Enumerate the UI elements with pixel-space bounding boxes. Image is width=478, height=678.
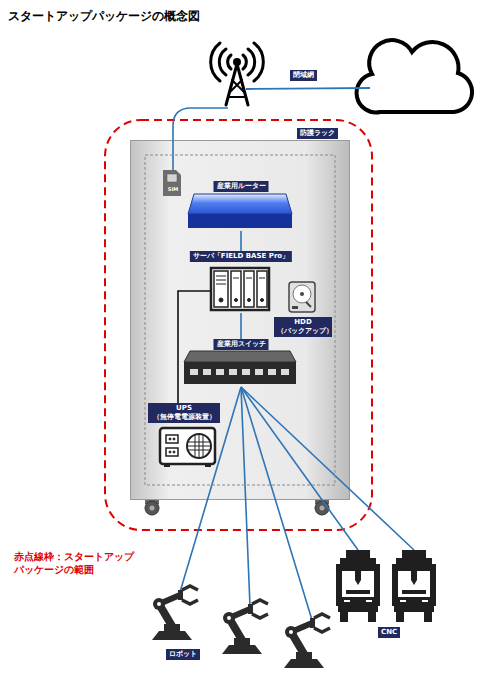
server: サーバ「FIELD BASE Pro」 (211, 251, 271, 313)
sim-card: SIM (164, 171, 182, 197)
robot-icon (152, 586, 198, 640)
node-label: 防護ラック (297, 128, 338, 139)
node-label: 産業用ルーター (214, 181, 269, 192)
rack-wheels (145, 499, 329, 515)
node-label: CNC (378, 627, 400, 638)
scope-note: 赤点線枠：スタートアップ パッケージの範囲 (14, 550, 142, 576)
node-label: SIM (168, 187, 178, 192)
network-line (246, 88, 370, 89)
node-label: HDD （バックアップ） (274, 317, 332, 337)
node-label: 産業用スイッチ (214, 339, 269, 350)
cnc-group: CNC (335, 550, 435, 640)
package-scope-frame (105, 120, 372, 530)
network-antenna: 閉域網 (205, 40, 270, 108)
cnc-icon (336, 550, 380, 622)
robot-icon (222, 600, 268, 654)
industrial-router: 産業用ルーター (189, 181, 293, 231)
antenna-tower (211, 43, 264, 105)
cnc-icon (392, 550, 436, 622)
node-label: サーバ「FIELD BASE Pro」 (190, 251, 292, 262)
cloud (357, 40, 472, 112)
node-label: UPS （無停電電源装置） (148, 403, 220, 423)
protective-rack: 防護ラックSIM産業用ルーターサーバ「FIELD BASE Pro」HDD （バ… (130, 140, 350, 500)
ups-unit: UPS （無停電電源装置） (147, 403, 221, 467)
robot-icon (284, 614, 330, 668)
node-label: ロボット (166, 649, 200, 660)
industrial-switch: 産業用スイッチ (184, 339, 298, 387)
node-label: 閉域網 (290, 70, 317, 81)
diagram-title: スタートアップパッケージの概念図 (8, 8, 200, 25)
hdd-backup: HDD （バックアップ） (289, 283, 317, 331)
robot-group: ロボット (148, 586, 338, 670)
